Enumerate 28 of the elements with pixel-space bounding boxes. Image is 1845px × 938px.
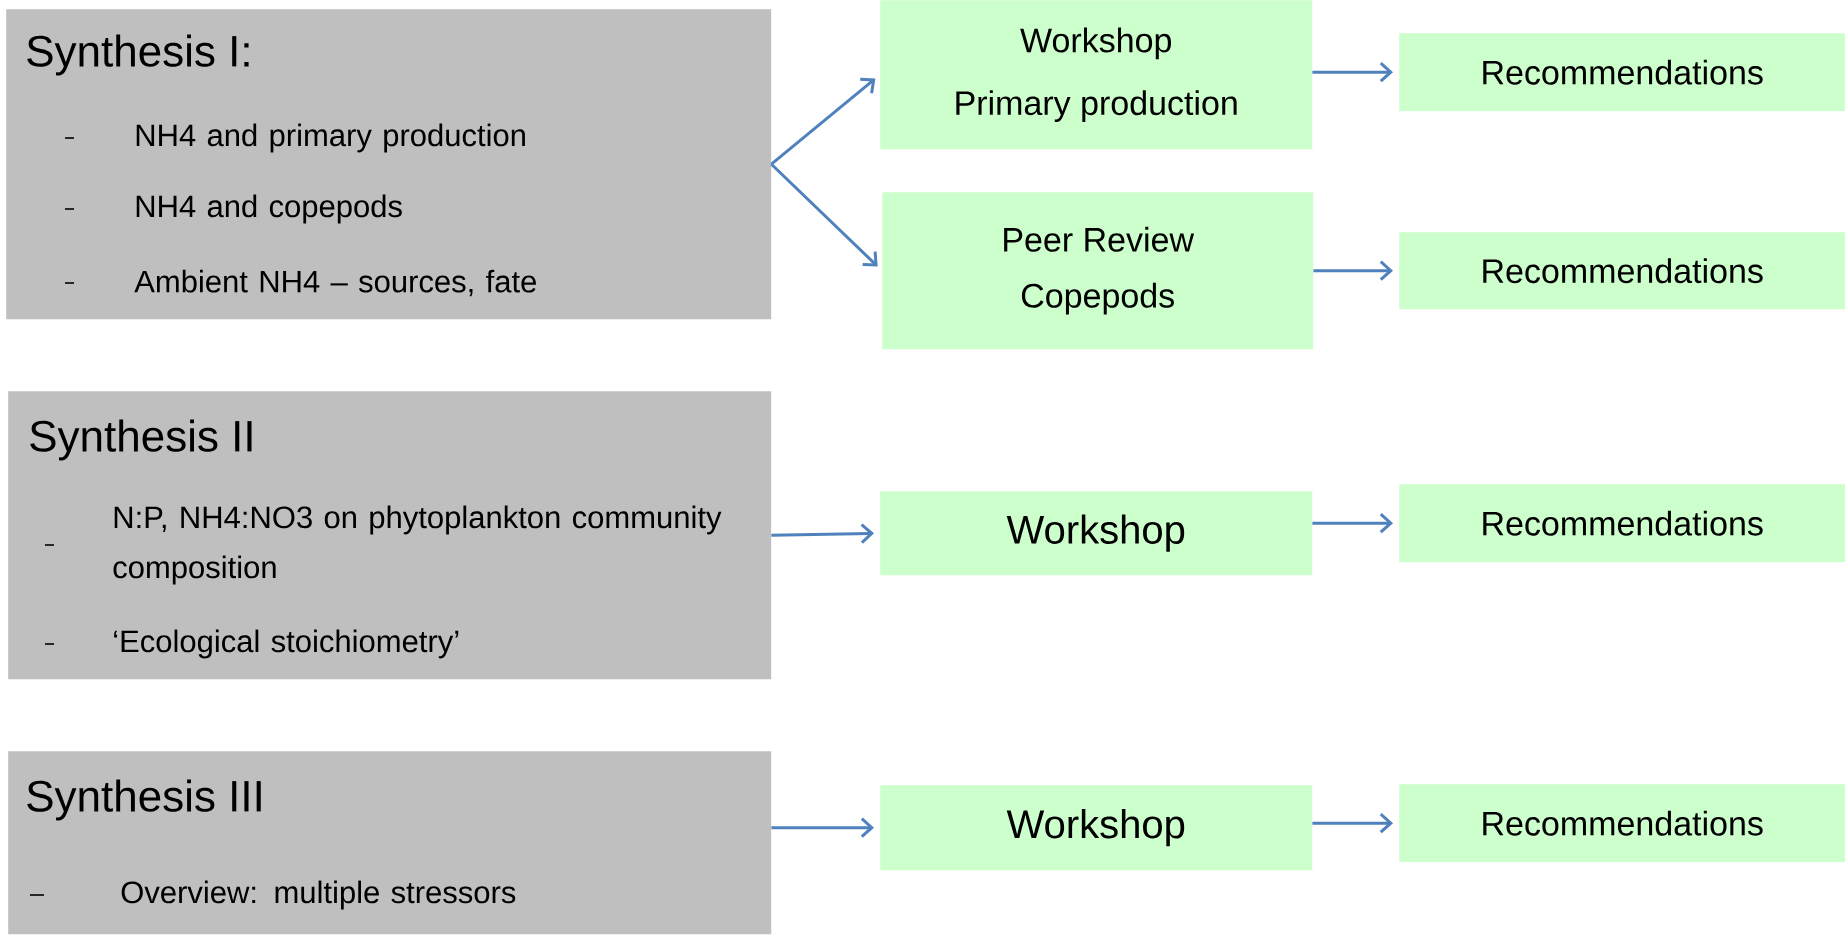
topic-box bbox=[8, 391, 772, 680]
list-item: Ambient NH4 – sources, fate bbox=[134, 269, 536, 297]
step-box: Recommendations bbox=[1399, 33, 1845, 112]
step-box: Recommendations bbox=[1399, 784, 1845, 863]
arrow bbox=[1313, 260, 1393, 281]
list-item: ‘Ecological stoichiometry’ bbox=[114, 629, 459, 659]
step-box: Workshop Primary production bbox=[880, 0, 1313, 150]
box-heading: Synthesis II bbox=[30, 419, 252, 461]
step-box: Workshop bbox=[880, 491, 1313, 576]
arrow bbox=[770, 77, 876, 166]
list-item: NH4 and primary production bbox=[136, 123, 525, 153]
arrow bbox=[770, 163, 878, 267]
step-box: Recommendations bbox=[1399, 232, 1845, 310]
topic-box bbox=[6, 9, 772, 320]
arrow bbox=[771, 523, 874, 544]
arrow bbox=[1312, 62, 1393, 83]
step-box: Recommendations bbox=[1399, 484, 1845, 563]
arrow bbox=[1312, 813, 1393, 834]
box-heading: Synthesis III bbox=[27, 779, 261, 821]
list-item: NH4 and copepods bbox=[136, 194, 402, 224]
step-box: Workshop bbox=[880, 785, 1313, 871]
topic-box bbox=[8, 751, 772, 935]
arrow bbox=[1312, 513, 1393, 534]
box-heading: Synthesis I: bbox=[27, 34, 249, 76]
step-box: Peer Review Copepods bbox=[882, 192, 1314, 350]
list-item: Overview: multiple stressors bbox=[121, 880, 516, 910]
list-item: N:P, NH4:NO3 on phytoplankton community composition bbox=[113, 505, 722, 585]
arrow bbox=[771, 817, 874, 838]
